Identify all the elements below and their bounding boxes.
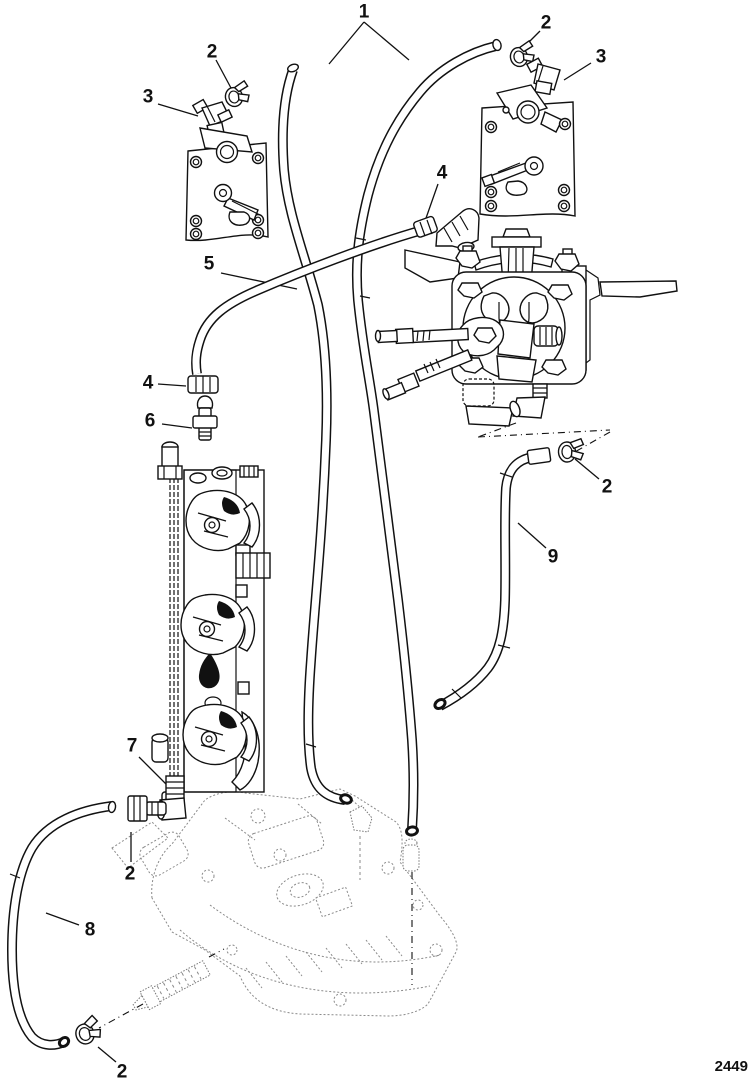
hose-9 [433, 447, 552, 711]
fuel-rail-injectors [180, 489, 261, 766]
carburetor [374, 228, 678, 427]
mounting-plate-left [185, 127, 269, 242]
hose-5 [191, 226, 421, 375]
callout-3-fitting-top-right: 3 [595, 46, 607, 68]
hose-8 [6, 800, 117, 1050]
hose-1-left [277, 63, 353, 805]
barb-fitting-6 [192, 395, 218, 441]
callout-9-hose: 9 [547, 546, 559, 568]
leader-lines [45, 21, 600, 1063]
hose-clamp-hose9 [557, 437, 585, 463]
mounting-bolt-stippled [132, 960, 211, 1011]
elbow-fitting-carburetor-inlet [435, 208, 480, 253]
callout-4-sleeve-left: 4 [142, 372, 154, 394]
callout-8-hose: 8 [84, 919, 96, 941]
callout-2-clamp-hose8: 2 [116, 1061, 128, 1083]
carburetor-needle-lower [382, 349, 473, 401]
callout-2-clamp-top-left: 2 [206, 41, 218, 63]
barb-fitting-top-right [525, 57, 561, 96]
callout-5-hose: 5 [203, 253, 215, 275]
callout-3-fitting-top-left: 3 [142, 86, 154, 108]
callout-2-clamp-rail: 2 [124, 863, 136, 885]
mounting-plate-right [479, 84, 576, 217]
block-fitting-right-dotted [402, 838, 420, 985]
callout-7-elbow: 7 [126, 735, 138, 757]
sleeve-fitting-4-right [413, 215, 438, 238]
hose-clamp-hose8 [75, 1014, 102, 1045]
callout-2-clamp-hose9: 2 [601, 476, 613, 498]
hose-clamp-top-right [509, 39, 535, 68]
block-fitting-left-dotted [349, 805, 373, 880]
drawing-number: 2449 [714, 1058, 748, 1075]
hose-clamp-top-left [224, 79, 250, 108]
callout-1-hoses: 1 [358, 1, 370, 23]
callout-2-clamp-top-right: 2 [540, 12, 552, 34]
callout-6-barb-fitting: 6 [144, 410, 156, 432]
alignment-line-bolt-top [208, 948, 225, 958]
carburetor-needle-upper [374, 327, 470, 345]
hose-1-right [351, 38, 502, 837]
callout-4-sleeve-right: 4 [436, 162, 448, 184]
tee-fitting-rail-bottom [127, 795, 167, 822]
carburetor-outlet-elbow [509, 383, 548, 419]
sleeve-fitting-4-left [187, 375, 219, 394]
